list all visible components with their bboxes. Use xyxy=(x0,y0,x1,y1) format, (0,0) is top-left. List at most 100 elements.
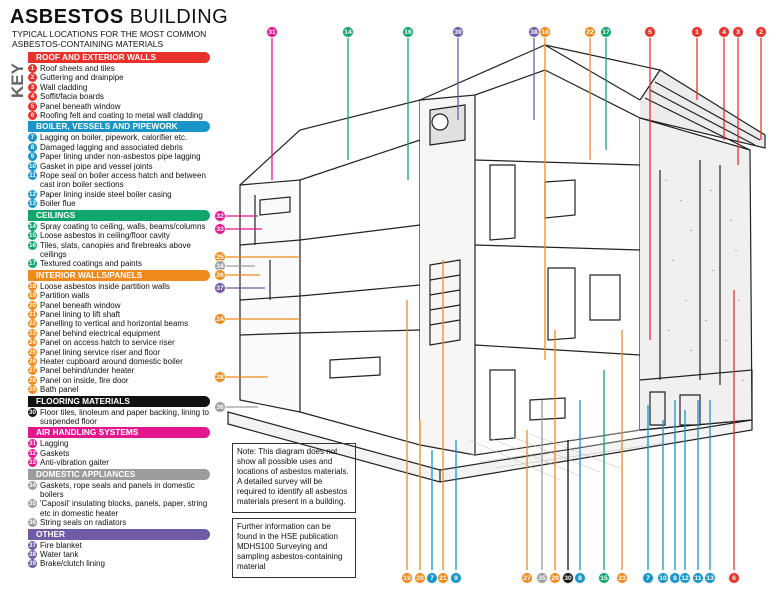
page-title: ASBESTOS BUILDING xyxy=(10,6,228,29)
disclaimer-note: Note: This diagram does not show all pos… xyxy=(232,443,356,513)
callout-marker: 37 xyxy=(214,282,226,294)
callout-marker: 1 xyxy=(691,26,703,38)
legend-item-number: 2 xyxy=(28,73,37,83)
legend-item-text: Roof sheets and tiles xyxy=(40,64,115,73)
legend-item-number: 26 xyxy=(28,356,37,366)
legend-item-text: String seals on radiators xyxy=(40,518,127,528)
legend-item-text: Anti-vibration gaiter xyxy=(40,458,109,468)
legend-item-text: Panel beneath window xyxy=(40,101,121,111)
legend-section-heading: AIR HANDLING SYSTEMS xyxy=(28,427,210,439)
svg-text:KEY: KEY xyxy=(8,62,27,98)
callout-marker: 12 xyxy=(679,572,691,584)
legend-item-number: 20 xyxy=(28,300,37,310)
legend-section-heading: FLOORING MATERIALS xyxy=(28,395,210,407)
legend-item-number: 9 xyxy=(28,152,37,162)
legend-item-number: 8 xyxy=(28,142,37,152)
legend-item-number: 23 xyxy=(28,328,37,338)
legend-item-text: Partition walls xyxy=(40,291,90,301)
legend-item-text: Soffit/facia boards xyxy=(40,92,104,102)
title-light: BUILDING xyxy=(129,6,229,28)
callout-marker: 36 xyxy=(214,401,226,413)
legend-section-heading: INTERIOR WALLS/PANELS xyxy=(28,269,210,281)
callout-marker: 20 xyxy=(414,572,426,584)
legend-section-heading: BOILER, VESSELS AND PIPEWORK xyxy=(28,121,210,133)
legend-item-number: 7 xyxy=(28,133,37,143)
legend-item-number: 37 xyxy=(28,540,37,550)
title-bold: ASBESTOS xyxy=(10,6,124,28)
legend-item-text: Gaskets, rope seals and panels in domest… xyxy=(40,480,195,500)
callout-marker: 13 xyxy=(704,572,716,584)
legend-item-number: 38 xyxy=(28,550,37,560)
legend-item-number: 36 xyxy=(28,518,37,528)
legend-item-text: Spray coating to ceiling, walls, beams/c… xyxy=(40,221,206,231)
callout-marker: 15 xyxy=(598,572,610,584)
further-info-note: Further information can be found in the … xyxy=(232,518,356,578)
legend-item-text: Lagging xyxy=(40,439,69,449)
legend-item-number: 12 xyxy=(28,189,37,199)
legend-item-text: Panel behind electrical equipment xyxy=(40,328,161,338)
legend-item-number: 4 xyxy=(28,92,37,102)
legend-item-number: 33 xyxy=(28,458,37,468)
callout-marker: 5 xyxy=(644,26,656,38)
legend-item-number: 30 xyxy=(28,407,37,417)
callout-marker: 7 xyxy=(642,572,654,584)
legend-item-number: 10 xyxy=(28,161,37,171)
callout-marker: 19 xyxy=(401,572,413,584)
callout-marker: 17 xyxy=(600,26,612,38)
legend-item-text: Panel lining to lift shaft xyxy=(40,309,121,319)
callout-marker: 21 xyxy=(437,572,449,584)
legend-item-text: Water tank xyxy=(40,550,79,560)
legend-item-text: Floor tiles, linoleum and paper backing,… xyxy=(40,407,209,426)
callout-marker: 33 xyxy=(214,223,226,235)
legend-item-number: 24 xyxy=(28,338,37,348)
legend-item-text: Panelling to vertical and horizontal bea… xyxy=(40,319,189,329)
legend-item-number: 22 xyxy=(28,319,37,329)
legend-item-number: 17 xyxy=(28,259,37,269)
legend-section-heading: ROOF AND EXTERIOR WALLS xyxy=(28,52,210,63)
callout-marker: 2 xyxy=(755,26,767,38)
callout-marker: 3 xyxy=(732,26,744,38)
legend-item-text: Textured coatings and paints xyxy=(40,259,142,269)
legend-item-text: Gasket in pipe and vessel joints xyxy=(40,161,153,171)
callout-marker: 14 xyxy=(342,26,354,38)
callout-marker: 8 xyxy=(574,572,586,584)
legend-item-number: 16 xyxy=(28,240,37,250)
legend-item-number: 35 xyxy=(28,499,37,509)
legend-item-text: Paper lining inside steel boiler casing xyxy=(40,189,172,199)
key-label: KEY xyxy=(6,60,28,100)
legend-item-text: Loose asbestos in ceiling/floor cavity xyxy=(40,231,170,241)
legend-item-text: Guttering and drainpipe xyxy=(40,73,124,83)
callout-marker: 35 xyxy=(536,572,548,584)
